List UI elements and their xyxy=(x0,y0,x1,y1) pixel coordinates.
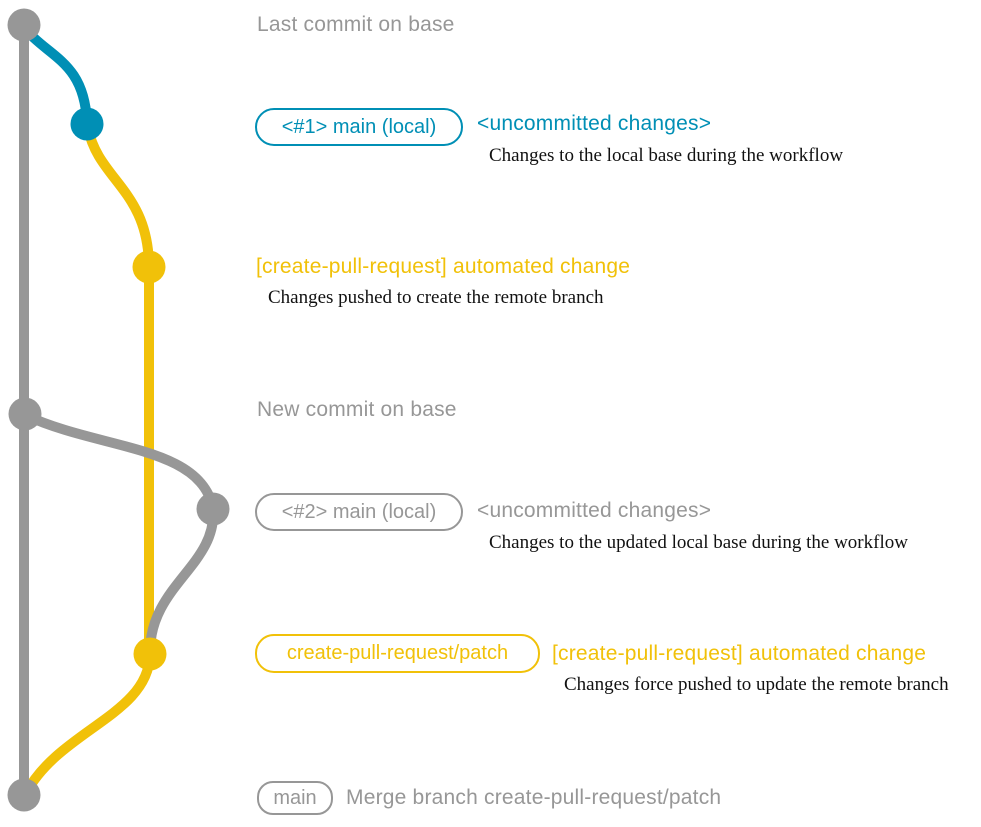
badge-main-local-2: <#2> main (local) xyxy=(255,493,463,531)
uncommitted-changes-description-2: Changes to the updated local base during… xyxy=(489,532,908,553)
automated-change-heading-2: [create-pull-request] automated change xyxy=(552,642,927,665)
commit-node-automated-change-2 xyxy=(133,637,167,671)
uncommitted-changes-description-1: Changes to the local base during the wor… xyxy=(489,145,844,166)
commit-node-uncommitted-changes-2 xyxy=(196,492,230,526)
git-graph xyxy=(7,8,230,812)
last-commit-on-base-label: Last commit on base xyxy=(257,13,455,36)
commit-node-uncommitted-changes-1 xyxy=(70,107,104,141)
commit-node-last-commit-on-base xyxy=(7,8,41,42)
commit-node-automated-change-1 xyxy=(132,250,166,284)
automated-change-description-2: Changes force pushed to update the remot… xyxy=(564,674,949,695)
badge-create-pull-request-patch: create-pull-request/patch xyxy=(255,634,540,673)
commit-node-merge-commit xyxy=(7,778,41,812)
new-commit-on-base-label: New commit on base xyxy=(257,398,457,421)
badge-main: main xyxy=(257,781,333,815)
uncommitted-changes-heading-1: <uncommitted changes> xyxy=(477,112,712,135)
merge-commit-message: Merge branch create-pull-request/patch xyxy=(346,786,722,809)
automated-change-heading-1: [create-pull-request] automated change xyxy=(256,255,631,278)
merge-branch-curve xyxy=(21,650,155,798)
updated-local-main-branch-curve xyxy=(20,410,219,657)
local-main-branch-curve-1 xyxy=(19,23,92,127)
commit-node-new-commit-on-base xyxy=(8,397,42,431)
uncommitted-changes-heading-2: <uncommitted changes> xyxy=(477,499,712,522)
automated-change-description-1: Changes pushed to create the remote bran… xyxy=(268,287,604,308)
patch-branch-line xyxy=(83,123,154,660)
badge-main-local-1: <#1> main (local) xyxy=(255,108,463,146)
